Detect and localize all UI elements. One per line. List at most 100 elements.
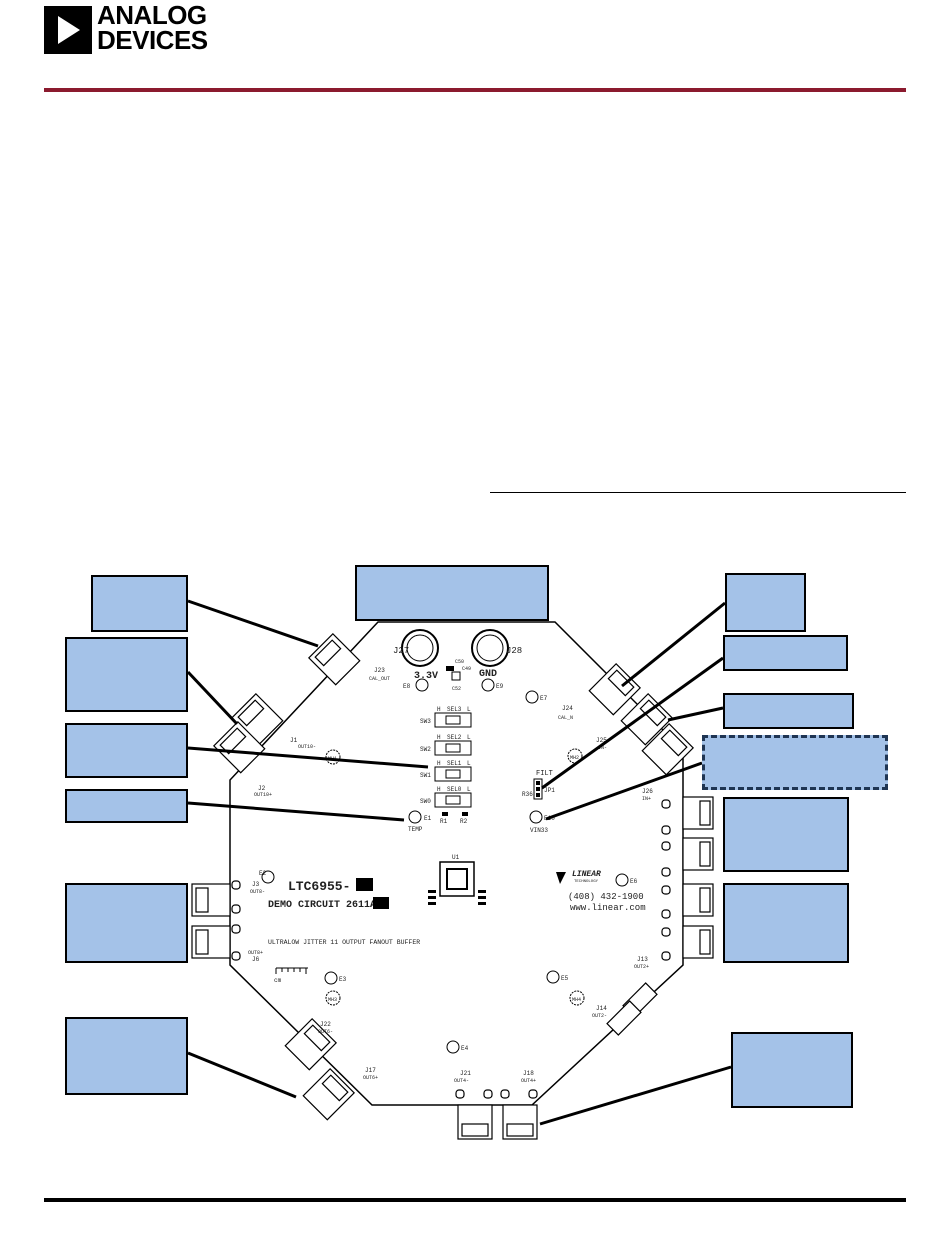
test-point-e6 [615,873,629,887]
callout-sel-switches [65,723,188,778]
test-point-e9 [481,678,495,692]
svg-text:E5: E5 [561,975,569,982]
svg-text:J18: J18 [523,1070,534,1077]
svg-text:L: L [467,734,471,741]
svg-text:SEL2: SEL2 [447,734,462,741]
svg-text:E6: E6 [630,878,638,885]
ruler [275,967,308,974]
sma-connectors-left [191,880,241,961]
svg-text:E2: E2 [259,870,267,877]
svg-text:IN+: IN+ [642,796,651,802]
svg-text:J6: J6 [252,956,260,963]
footer-rule [44,1198,906,1202]
sma-connectors-bottom-left [284,1017,356,1121]
svg-text:TECHNOLOGY: TECHNOLOGY [574,880,599,884]
svg-text:J23: J23 [374,667,385,674]
svg-text:J17: J17 [365,1067,376,1074]
svg-text:J2: J2 [258,785,266,792]
callout-filt [723,635,848,671]
svg-text:H: H [437,786,441,793]
svg-text:OUT10-: OUT10- [298,744,316,750]
svg-text:SW0: SW0 [420,798,431,805]
logo-line-1: ANALOG [97,0,207,30]
svg-text:J3: J3 [252,881,260,888]
svg-text:H: H [437,706,441,713]
test-point-e2 [261,870,275,884]
svg-text:J24: J24 [562,705,573,712]
callout-in-plus [723,797,849,872]
svg-text:E4: E4 [461,1045,469,1052]
svg-text:J21: J21 [460,1070,471,1077]
svg-text:J1: J1 [290,737,298,744]
callout-leader-lines [186,599,732,1126]
svg-text:R1: R1 [440,818,448,825]
svg-text:CAL_OUT: CAL_OUT [369,676,390,682]
analog-devices-logo-mark [44,6,92,54]
svg-text:J25: J25 [596,737,607,744]
svg-text:U1: U1 [452,854,460,861]
svg-text:OUT8-: OUT8- [250,889,265,895]
callout-out6 [65,1017,188,1095]
c49-label: C49 [462,666,471,672]
gnd-label: GND [479,669,497,680]
logo-line-2: DEVICES [97,25,208,55]
svg-text:OUT6+: OUT6+ [363,1075,378,1081]
section-rule [490,492,906,493]
svg-text:E1: E1 [424,815,432,822]
svg-text:E8: E8 [403,683,411,690]
svg-text:E3: E3 [339,976,347,983]
j27-label: J27 [393,646,409,656]
test-point-e3 [324,971,338,985]
sma-connectors-top-left [212,632,361,774]
test-point-e8 [415,678,429,692]
svg-text:OUT6-: OUT6- [318,1029,333,1035]
callout-cal-out [91,575,188,632]
svg-text:H: H [437,760,441,767]
svg-text:E7: E7 [540,695,548,702]
svg-text:CAL_N: CAL_N [558,715,573,721]
callout-out8 [65,883,188,963]
c50-label: C50 [455,659,464,665]
svg-text:L: L [467,786,471,793]
svg-text:TEMP: TEMP [408,826,423,833]
c52-label: C52 [452,686,461,692]
part-number-text: LTC6955- [288,879,350,894]
svg-text:OUT10+: OUT10+ [254,792,272,798]
svg-text:IN-: IN- [598,745,607,751]
svg-text:MH4: MH4 [572,997,581,1003]
svg-text:MH3: MH3 [328,997,337,1003]
svg-text:OUT2-: OUT2- [592,1013,607,1019]
svg-text:J14: J14 [596,1005,607,1012]
svg-text:OUT4-: OUT4- [454,1078,469,1084]
j28-label: J28 [506,646,522,656]
linear-brand: LINEAR [572,870,601,879]
phone-text: (408) 432-1900 [568,892,644,902]
sma-connectors-bottom [455,1089,538,1140]
callout-out4 [731,1032,853,1108]
svg-text:E9: E9 [496,683,504,690]
svg-text:cm: cm [274,977,282,984]
analog-devices-logo-text: ANALOG DEVICES [97,0,208,55]
svg-text:SW2: SW2 [420,746,431,753]
svg-text:OUT2+: OUT2+ [634,964,649,970]
sma-connectors-top-right [588,662,695,776]
svg-text:VIN33: VIN33 [530,827,548,834]
callout-vin33 [702,735,888,790]
svg-text:JP1: JP1 [544,787,555,794]
callout-cal-n [725,573,806,632]
svg-text:J22: J22 [320,1021,331,1028]
callout-power [355,565,549,621]
svg-text:SEL0: SEL0 [447,786,462,793]
svg-text:SW3: SW3 [420,718,431,725]
svg-text:SEL1: SEL1 [447,760,462,767]
svg-text:R2: R2 [460,818,468,825]
svg-text:SW1: SW1 [420,772,431,779]
svg-text:R36: R36 [522,791,533,798]
test-point-e7 [525,690,539,704]
svg-text:OUT8+: OUT8+ [248,950,263,956]
switch-block [434,712,472,808]
svg-text:L: L [467,760,471,767]
svg-text:J13: J13 [637,956,648,963]
demo-circuit-text: DEMO CIRCUIT 2611A- [268,900,382,911]
